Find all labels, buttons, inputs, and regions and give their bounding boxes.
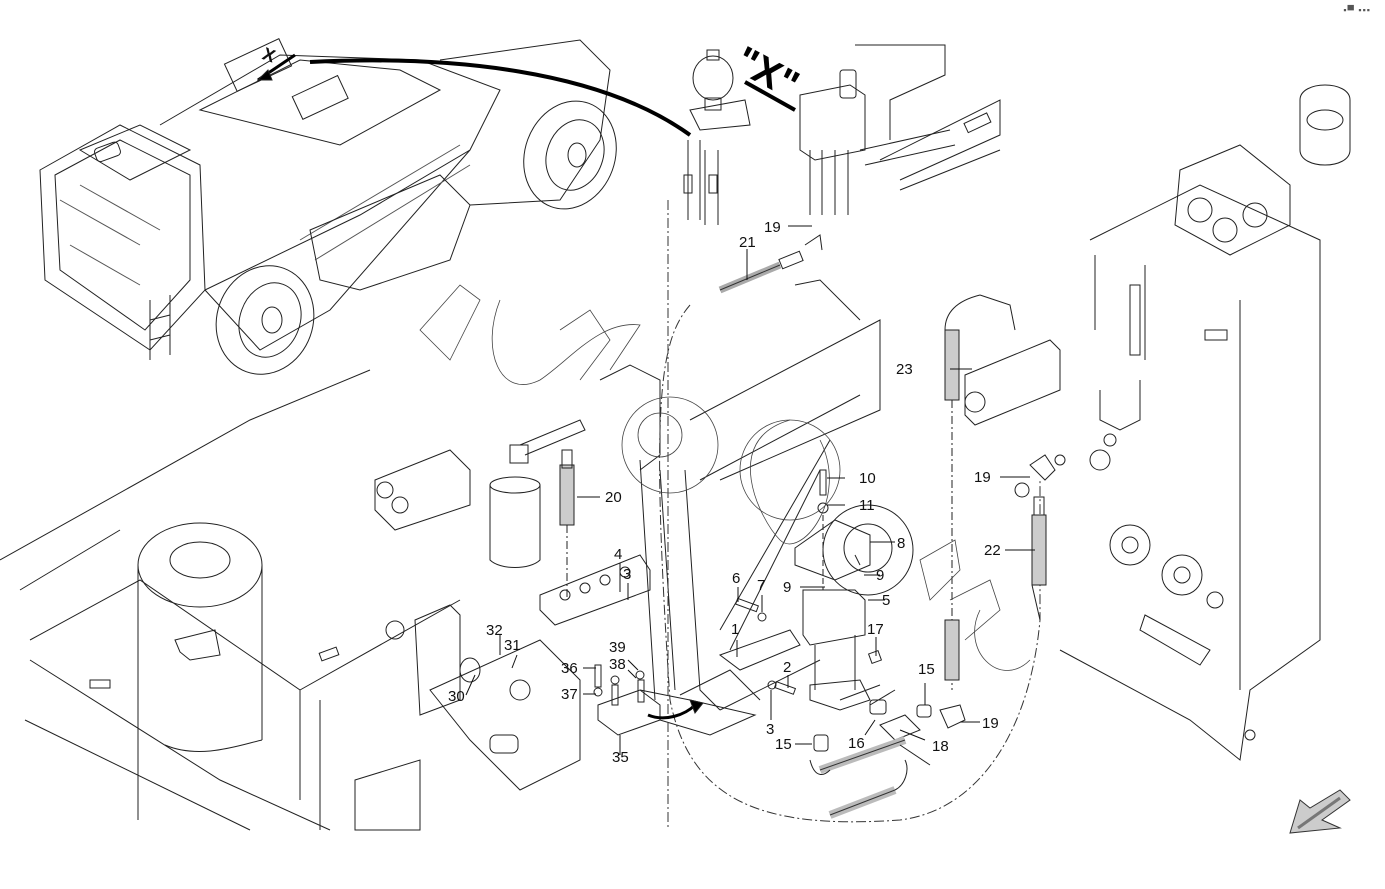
machine-overview [39, 38, 692, 375]
callout-31[interactable]: 31 [504, 637, 521, 654]
leader-lines [465, 225, 1035, 755]
callout-3[interactable]: 3 [623, 566, 632, 583]
callout-2[interactable]: 2 [783, 659, 792, 676]
hose-22 [944, 496, 1047, 681]
callout-22[interactable]: 22 [984, 542, 1001, 559]
corner-mark: ▪▀ ▪▪▪ [1343, 5, 1371, 15]
callout-19[interactable]: 19 [764, 219, 781, 236]
wheel-rear [523, 100, 617, 210]
pump-motor [734, 469, 914, 711]
callout-3[interactable]: 3 [766, 721, 775, 738]
callout-20[interactable]: 20 [605, 489, 622, 506]
callout-23[interactable]: 23 [896, 361, 913, 378]
callout-36[interactable]: 36 [561, 660, 578, 677]
callout-10[interactable]: 10 [859, 470, 876, 487]
callout-21[interactable]: 21 [739, 234, 756, 251]
direction-arrow-icon [1289, 789, 1351, 834]
callout-19[interactable]: 19 [974, 469, 991, 486]
callout-11[interactable]: 11 [859, 497, 875, 514]
callout-35[interactable]: 35 [612, 749, 629, 766]
hose-20 [559, 449, 575, 600]
support-frame [599, 200, 1041, 830]
chassis-left [0, 369, 461, 831]
callout-16[interactable]: 16 [848, 735, 865, 752]
valve-block-bottom [354, 604, 581, 831]
callout-8[interactable]: 8 [897, 535, 906, 552]
callout-18[interactable]: 18 [932, 738, 949, 755]
callout-39[interactable]: 39 [609, 639, 626, 656]
wheel-front [215, 265, 315, 375]
callout-15[interactable]: 15 [918, 661, 935, 678]
callout-9[interactable]: 9 [876, 567, 885, 584]
callout-7[interactable]: 7 [757, 577, 766, 594]
valve-body-right [964, 294, 1061, 426]
valve-manifold-left [374, 419, 651, 626]
callout-37[interactable]: 37 [561, 686, 578, 703]
callout-15[interactable]: 15 [775, 736, 792, 753]
detail-view-x [683, 44, 1001, 225]
hydraulic-tank [1059, 84, 1351, 761]
callout-1[interactable]: 1 [731, 621, 740, 638]
fittings-bottom [809, 684, 966, 819]
callout-5[interactable]: 5 [882, 592, 891, 609]
callout-4[interactable]: 4 [614, 546, 623, 563]
callout-19[interactable]: 19 [982, 715, 999, 732]
callout-6[interactable]: 6 [732, 570, 741, 587]
fitting-19-right [1014, 433, 1117, 498]
callout-17[interactable]: 17 [867, 621, 884, 638]
watermark [419, 284, 1031, 671]
callout-32[interactable]: 32 [486, 622, 503, 639]
small-parts-35-39 [593, 664, 704, 736]
callout-30[interactable]: 30 [448, 688, 465, 705]
hose-21 [718, 234, 823, 294]
callout-38[interactable]: 38 [609, 656, 626, 673]
callout-9[interactable]: 9 [783, 579, 792, 596]
